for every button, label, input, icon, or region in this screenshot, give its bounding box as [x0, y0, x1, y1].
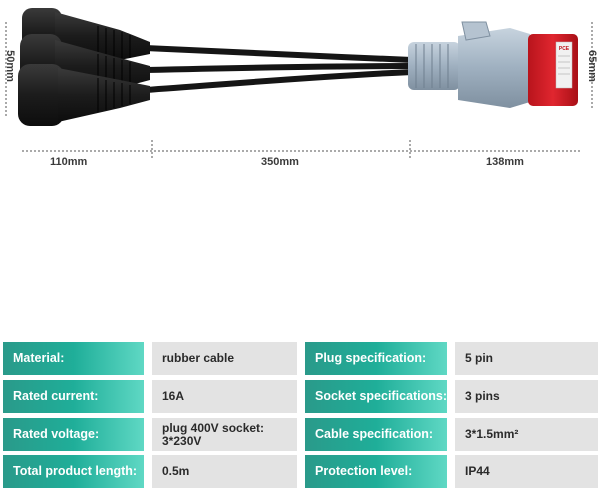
- spec-value: 0.5m: [152, 455, 297, 488]
- spec-value: 3 pins: [455, 380, 598, 413]
- spec-row: Total product length: 0.5m Protection le…: [0, 455, 600, 488]
- spec-label: Material:: [3, 342, 144, 375]
- spec-row: Material: rubber cable Plug specificatio…: [0, 342, 600, 375]
- spec-label: Rated voltage:: [3, 418, 144, 451]
- spec-label: Protection level:: [305, 455, 447, 488]
- spec-label: Cable specification:: [305, 418, 447, 451]
- dimension-lines: [5, 22, 593, 160]
- plug-length-label: 138mm: [486, 156, 524, 168]
- socket-bottom: [18, 64, 150, 126]
- spec-label: Plug specification:: [305, 342, 447, 375]
- spec-label: Socket specifications:: [305, 380, 447, 413]
- product-illustration: PCE: [5, 8, 593, 160]
- plug-height-label: 65mm: [586, 50, 598, 82]
- spec-value: 3*1.5mm²: [455, 418, 598, 451]
- spec-row: Rated current: 16A Socket specifications…: [0, 380, 600, 413]
- spec-label: Total product length:: [3, 455, 144, 488]
- specification-table: Material: rubber cable Plug specificatio…: [0, 339, 600, 489]
- socket-height-label: 50mm: [4, 50, 16, 82]
- cee-plug: PCE: [408, 21, 578, 108]
- spec-value: rubber cable: [152, 342, 297, 375]
- spec-value: 5 pin: [455, 342, 598, 375]
- spec-label: Rated current:: [3, 380, 144, 413]
- plug-brand-label: PCE: [559, 46, 570, 52]
- spec-value: plug 400V socket: 3*230V: [152, 418, 297, 451]
- spec-value: IP44: [455, 455, 598, 488]
- spec-row: Rated voltage: plug 400V socket: 3*230V …: [0, 418, 600, 451]
- socket-length-label: 110mm: [50, 156, 88, 168]
- cable-length-label: 350mm: [261, 156, 299, 168]
- spec-value: 16A: [152, 380, 297, 413]
- cables: [144, 45, 413, 93]
